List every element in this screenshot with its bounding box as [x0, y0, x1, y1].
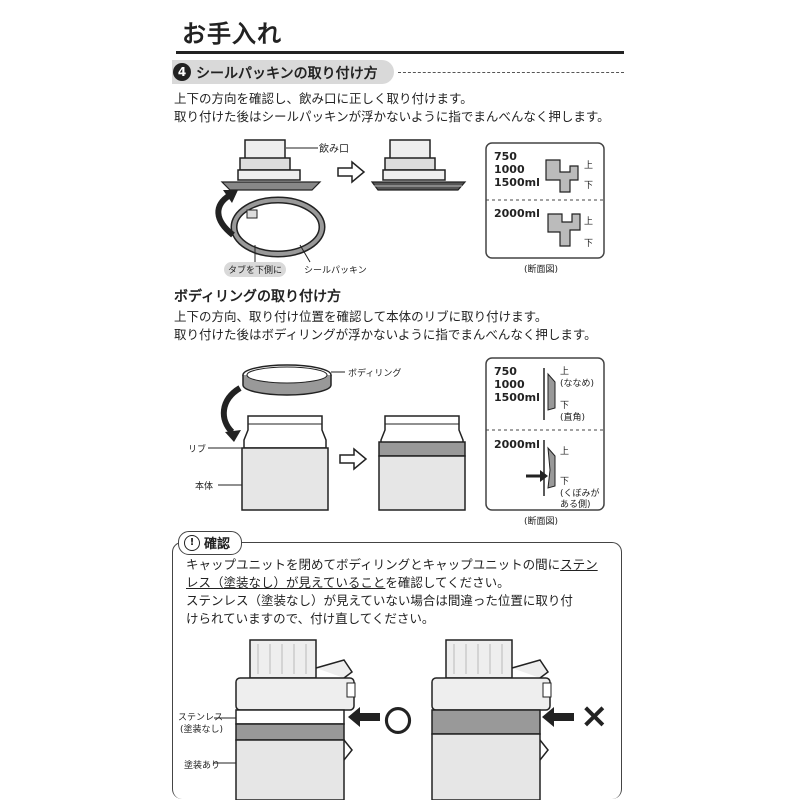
section-heading-bar [172, 60, 394, 84]
cross-section-caption: (断面図) [524, 265, 559, 275]
mouthpiece-drawing [220, 139, 322, 191]
size-list: 750 1000 1500ml [494, 365, 540, 404]
ng-mark: × [580, 696, 609, 736]
confirm-line: キャップユニットを閉めてボディリングとキャップユニットの間にステン [186, 557, 598, 572]
label-stainless: ステンレス [178, 713, 224, 723]
confirm-line: ステンレス（塗装なし）が見えていない場合は間違った位置に取り付 [186, 593, 573, 608]
label-down: 下 [560, 401, 570, 411]
label-up-note: (ななめ) [560, 379, 595, 389]
label-down: 下 [584, 181, 594, 191]
exclamation-icon: ! [184, 535, 200, 551]
page-title: お手入れ [182, 20, 282, 48]
instruction-line: 上下の方向、取り付け位置を確認して本体のリブに取り付けます。 [174, 309, 548, 324]
label-mouth: 飲み口 [319, 144, 349, 155]
confirm-line: レス（塗装なし）が見えていることを確認してください。 [186, 575, 510, 590]
size-list: 750 1000 1500ml [494, 150, 540, 189]
confirm-title: 確認 [204, 537, 231, 552]
label-body: 本体 [195, 482, 214, 492]
cross-section-caption: (断面図) [524, 517, 559, 527]
label-down: 下 [560, 477, 570, 487]
label-up: 上 [584, 217, 594, 227]
mouthpiece-attached-drawing [370, 139, 467, 191]
instruction-line: 上下の方向を確認し、飲み口に正しく取り付けます。 [174, 91, 473, 106]
label-down: 下 [584, 239, 594, 249]
label-body-ring: ボディリング [348, 369, 402, 379]
bottle-incorrect [431, 639, 552, 800]
label-up: 上 [584, 161, 594, 171]
label-rib: リブ [188, 445, 207, 455]
label-uncoated: (塗装なし) [180, 725, 224, 735]
label-packing: シールパッキン [304, 266, 367, 276]
instruction-line: 取り付けた後はボディリングが浮かないように指でまんべんなく押します。 [174, 327, 597, 342]
section-title: シールパッキンの取り付け方 [196, 66, 378, 82]
size-2000: 2000ml [494, 438, 540, 451]
instruction-line: 取り付けた後はシールパッキンが浮かないように指でまんべんなく押します。 [174, 109, 610, 124]
label-up: 上 [560, 447, 570, 457]
bottle-correct [214, 639, 356, 800]
section-number: 4 [173, 63, 191, 81]
label-down-note: (くぼみが [560, 489, 600, 499]
label-coated: 塗装あり [184, 761, 221, 771]
confirm-box [172, 542, 622, 799]
confirm-line: けられていますので、付け直してください。 [186, 611, 435, 626]
packing-ring-drawing [230, 196, 326, 263]
dashed-divider [398, 72, 624, 73]
title-divider [176, 51, 624, 54]
label-tab: タブを下側に [224, 262, 287, 277]
section-title: ボディリングの取り付け方 [174, 289, 342, 305]
size-2000: 2000ml [494, 207, 540, 220]
label-down-note: (直角) [560, 413, 586, 423]
label-up: 上 [560, 367, 570, 377]
label-down-note: ある側) [560, 500, 591, 510]
ok-mark: 〇 [384, 705, 413, 738]
